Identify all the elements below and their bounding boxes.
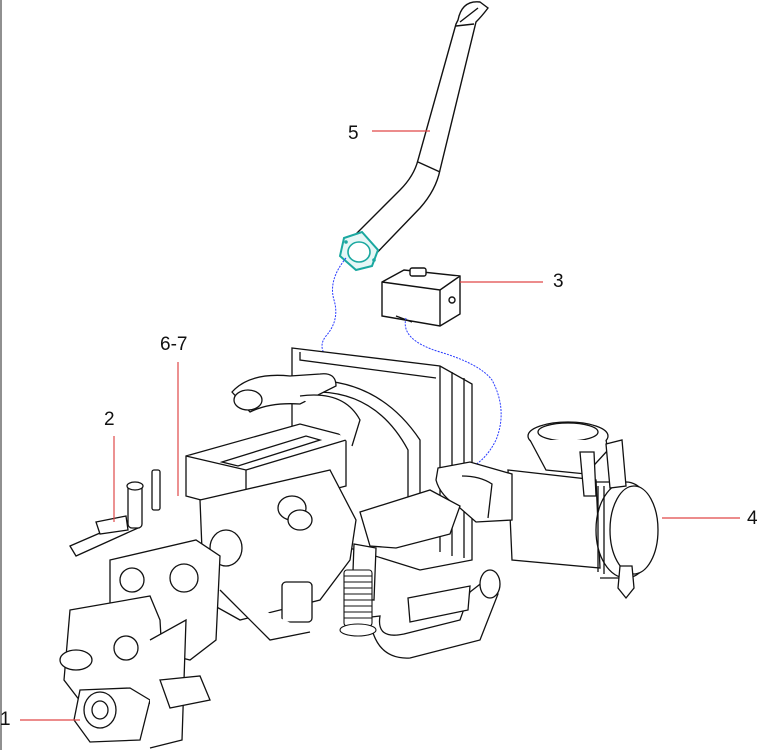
exhaust-flex-bellows bbox=[339, 569, 377, 637]
coolant-reservoir bbox=[381, 267, 461, 327]
callout-3: 3 bbox=[553, 271, 564, 292]
air-cleaner bbox=[507, 421, 659, 600]
callout-1: 1 bbox=[0, 709, 11, 730]
breather-pipes bbox=[69, 469, 161, 557]
exhaust-gasket bbox=[338, 230, 380, 272]
callout-6-7: 6-7 bbox=[160, 334, 188, 355]
transmission-pto bbox=[59, 539, 221, 749]
vent-hoses bbox=[321, 257, 502, 469]
engine-block bbox=[185, 373, 361, 641]
callout-4: 4 bbox=[747, 508, 758, 529]
callout-5: 5 bbox=[348, 123, 359, 144]
leader-lines bbox=[20, 130, 740, 721]
exhaust-pipe bbox=[342, 1, 489, 263]
callout-2: 2 bbox=[104, 409, 115, 430]
intake-piping bbox=[345, 461, 513, 659]
